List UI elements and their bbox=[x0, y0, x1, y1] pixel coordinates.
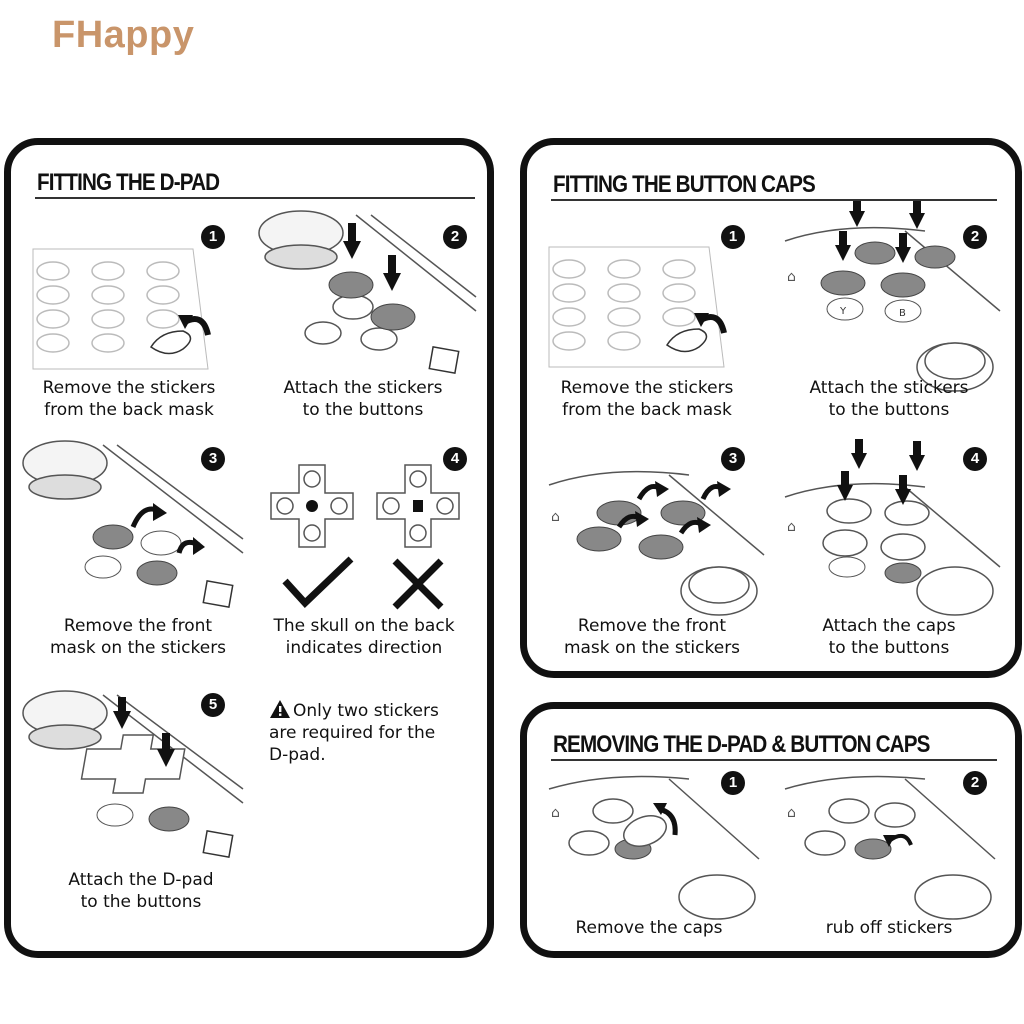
brand-logo: FHappy bbox=[52, 14, 195, 56]
note-line: D-pad. bbox=[269, 745, 326, 765]
y-button-label: Y bbox=[839, 306, 847, 317]
step-2-caption: rub off stickers bbox=[789, 917, 989, 939]
step-4: ⌂ bbox=[784, 427, 1001, 616]
caption-line: to the buttons bbox=[302, 400, 424, 420]
title-rule bbox=[35, 197, 475, 199]
step-4-caption: Attach the caps to the buttons bbox=[789, 615, 989, 659]
caption-line: Remove the front bbox=[577, 616, 727, 636]
step-number-4: 4 bbox=[443, 447, 467, 471]
step-1 bbox=[548, 217, 749, 377]
step-2: ⌂ Y B bbox=[784, 201, 1001, 392]
step-2-caption: Attach the stickers to the buttons bbox=[789, 377, 989, 421]
step-4 bbox=[265, 463, 465, 613]
caption-line: Remove the stickers bbox=[560, 378, 734, 398]
step-5 bbox=[22, 690, 248, 861]
caption-line: The skull on the back bbox=[273, 616, 455, 636]
step-3 bbox=[22, 440, 248, 611]
caption-line: Remove the stickers bbox=[42, 378, 216, 398]
step-1: ⌂ bbox=[548, 769, 760, 920]
caption-line: Attach the stickers bbox=[809, 378, 969, 398]
caption-line: Attach the D-pad bbox=[68, 870, 214, 890]
controller-buttons-icon bbox=[258, 210, 477, 374]
check-icon bbox=[282, 556, 354, 609]
controller-buttons-icon bbox=[22, 440, 244, 608]
caption-line: to the buttons bbox=[828, 400, 950, 420]
step-number-1: 1 bbox=[721, 771, 745, 795]
caption-line: indicates direction bbox=[285, 638, 443, 658]
dpad-icon bbox=[270, 464, 460, 610]
b-button-label: B bbox=[899, 308, 906, 319]
dpad-note: Only two stickers are required for the D… bbox=[269, 699, 469, 766]
controller-buttons-icon: ⌂ bbox=[548, 775, 760, 920]
controller-buttons-icon: ⌂ bbox=[548, 470, 765, 616]
caption-line: Remove the front bbox=[63, 616, 213, 636]
step-1-caption: Remove the stickers from the back mask bbox=[547, 377, 747, 421]
controller-buttons-icon bbox=[22, 690, 244, 858]
step-3: ⌂ bbox=[548, 445, 765, 616]
step-number-1: 1 bbox=[721, 225, 745, 249]
panel-title: FITTING THE BUTTON CAPS bbox=[553, 171, 816, 198]
step-number-1: 1 bbox=[201, 225, 225, 249]
step-3-caption: Remove the front mask on the stickers bbox=[33, 615, 243, 659]
step-number-2: 2 bbox=[963, 225, 987, 249]
step-number-4: 4 bbox=[963, 447, 987, 471]
step-1 bbox=[32, 219, 233, 379]
title-rule bbox=[551, 199, 997, 201]
caption-line: Attach the caps bbox=[822, 616, 956, 636]
button-caps-panel: FITTING THE BUTTON CAPS 1 Remove the sti… bbox=[520, 138, 1022, 678]
step-number-2: 2 bbox=[443, 225, 467, 249]
step-number-3: 3 bbox=[201, 447, 225, 471]
svg-text:⌂: ⌂ bbox=[787, 805, 796, 821]
caption-line: mask on the stickers bbox=[563, 638, 741, 658]
warning-icon bbox=[270, 700, 290, 718]
step-1-caption: Remove the stickers from the back mask bbox=[29, 377, 229, 421]
step-1-caption: Remove the caps bbox=[549, 917, 749, 939]
panel-title: FITTING THE D-PAD bbox=[37, 169, 220, 196]
dpad-panel: FITTING THE D-PAD 1 Remove the stickers … bbox=[4, 138, 494, 958]
caption-line: from the back mask bbox=[44, 400, 214, 420]
note-line: are required for the bbox=[269, 723, 436, 743]
controller-buttons-icon: ⌂ Y B bbox=[784, 201, 1001, 392]
caption-line: mask on the stickers bbox=[49, 638, 227, 658]
caption-line: rub off stickers bbox=[825, 918, 953, 938]
controller-buttons-icon: ⌂ bbox=[784, 439, 1001, 616]
step-2-caption: Attach the stickers to the buttons bbox=[263, 377, 463, 421]
caption-line: to the buttons bbox=[80, 892, 202, 912]
svg-text:⌂: ⌂ bbox=[551, 509, 560, 525]
step-number-5: 5 bbox=[201, 693, 225, 717]
title-rule bbox=[551, 759, 997, 761]
caption-line: Attach the stickers bbox=[283, 378, 443, 398]
note-text: Only two stickers bbox=[293, 701, 439, 721]
panel-title: REMOVING THE D-PAD & BUTTON CAPS bbox=[553, 731, 930, 758]
svg-text:⌂: ⌂ bbox=[551, 805, 560, 821]
caption-line: from the back mask bbox=[562, 400, 732, 420]
caption-line: Remove the caps bbox=[575, 918, 723, 938]
sticker-sheet-icon bbox=[548, 246, 727, 368]
step-5-caption: Attach the D-pad to the buttons bbox=[41, 869, 241, 913]
step-number-3: 3 bbox=[721, 447, 745, 471]
note-line: Only two stickers bbox=[269, 699, 469, 722]
step-2 bbox=[258, 210, 477, 381]
sticker-sheet-icon bbox=[32, 248, 211, 370]
step-3-caption: Remove the front mask on the stickers bbox=[547, 615, 757, 659]
controller-buttons-icon: ⌂ bbox=[784, 775, 996, 920]
svg-text:⌂: ⌂ bbox=[787, 269, 796, 285]
cross-icon bbox=[392, 558, 444, 610]
caption-line: to the buttons bbox=[828, 638, 950, 658]
step-number-2: 2 bbox=[963, 771, 987, 795]
step-4-caption: The skull on the back indicates directio… bbox=[259, 615, 469, 659]
svg-text:⌂: ⌂ bbox=[787, 519, 796, 535]
step-2: ⌂ bbox=[784, 769, 996, 920]
removing-panel: REMOVING THE D-PAD & BUTTON CAPS ⌂ 1 Rem… bbox=[520, 702, 1022, 958]
